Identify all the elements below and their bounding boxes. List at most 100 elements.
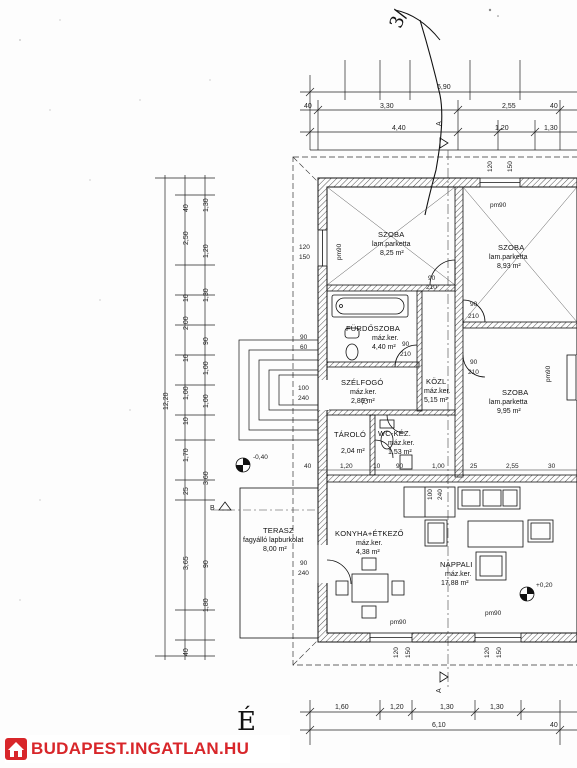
dim-top-r2-0: 40 (304, 103, 312, 110)
mid-row-dims: 40 1,20 10 90 1,00 25 2,55 30 100 240 (304, 463, 577, 500)
dim-left-c2-6: 3,60 (203, 471, 210, 485)
mid-6: 2,55 (506, 463, 519, 470)
roof-outline (292, 156, 577, 666)
dim-left-c1-6: 10 (183, 417, 190, 425)
d90-szoba3: 90 (470, 359, 478, 366)
terasz-name: TERASZ (263, 526, 294, 535)
dim-bot-r2-1: 40 (550, 722, 558, 729)
d75-szelfogo: 75 (362, 397, 369, 405)
mid-5: 25 (470, 463, 478, 470)
opening-labels: pm90 120 150 120 150 pm90 90 210 90 210 … (298, 161, 552, 658)
dim-left-c2-4: 1,00 (203, 361, 210, 375)
furdo-name: FÜRDŐSZOBA (346, 324, 400, 333)
section-b-arrow (218, 501, 232, 511)
section-a-top: A (436, 121, 443, 126)
room-kozl: KÖZL máz.ker. 5,15 m² (424, 377, 451, 404)
nappali-name: NAPPALI (440, 560, 473, 569)
dim-top-r3-2: 1,30 (544, 125, 558, 132)
szoba1-area: 8,25 m² (380, 250, 404, 257)
room-tarolo: TÁROLÓ 2,04 m² (334, 430, 366, 455)
dim-top-r3-1: 1,20 (495, 125, 509, 132)
nappali-floor: máz.ker. (445, 571, 472, 578)
d120-left: 120 (299, 244, 310, 251)
section-a-arrow-top (439, 137, 449, 149)
dim-left-c1-1: 2,50 (183, 231, 190, 245)
d150-top: 150 (507, 161, 514, 172)
level-marker-left (235, 457, 251, 473)
dim-top-r2-2: 2,55 (502, 103, 516, 110)
szoba2-cross (462, 186, 577, 323)
d90-szoba1: 90 (428, 275, 436, 282)
tarolo-name: TÁROLÓ (334, 430, 366, 439)
szoba3-floor: lam.parketta (489, 399, 528, 406)
dim-left-c2-5: 1,00 (203, 394, 210, 408)
szelfogo-floor: máz.ker. (350, 389, 377, 396)
szelfogo-area: 2,80 m² (351, 398, 375, 405)
szoba1-floor: lam.parketta (372, 241, 411, 248)
left-col2-labels: 1,30 1,20 1,30 90 1,00 1,00 3,60 90 1,80 (203, 198, 210, 612)
d210-szoba2: 210 (468, 313, 479, 320)
szoba3-name: SZOBA (502, 388, 528, 397)
level-left-label: -0,40 (253, 454, 268, 461)
kozl-name: KÖZL (426, 377, 446, 386)
mid-0: 40 (304, 463, 312, 470)
north-marker: É (237, 705, 256, 737)
dim-left-c2-3: 90 (203, 337, 210, 345)
d60-entry: 60 (300, 344, 308, 351)
wc-floor: máz.ker. (388, 440, 415, 447)
d100-entry: 100 (298, 385, 309, 392)
house-logo-icon (5, 738, 27, 760)
dim-left-c2-7: 90 (203, 560, 210, 568)
d210-furdo: 210 (400, 351, 411, 358)
left-dimensions (155, 175, 215, 660)
d150-bottom-l: 150 (405, 647, 412, 658)
dim-left-c2-8: 1,80 (203, 598, 210, 612)
d210-szoba1: 210 (426, 284, 437, 291)
pm90-top: pm90 (490, 202, 507, 209)
kozl-floor: máz.ker. (424, 388, 451, 395)
d210-szoba3: 210 (468, 369, 479, 376)
d90-szoba2: 90 (470, 301, 478, 308)
konyha-floor: máz.ker. (356, 540, 383, 547)
terrace-outline (239, 487, 319, 639)
d90-entry: 90 (300, 334, 308, 341)
terasz-area: 8,00 m² (263, 546, 287, 553)
dim-left-c1-0: 40 (183, 204, 190, 212)
handwritten-stroke-2 (394, 9, 441, 41)
d120-bottom-l: 120 (393, 647, 400, 658)
pm90-left: pm90 (336, 243, 343, 260)
dim-bot-r1-2: 1,30 (440, 704, 454, 711)
szoba3-area: 9,95 m² (497, 408, 521, 415)
section-b-label: B (210, 505, 215, 512)
nappali-area: 17,88 m² (441, 580, 469, 587)
level-right-label: +0,20 (536, 582, 553, 589)
wc-area: 1,53 m² (388, 449, 412, 456)
left-col1-labels: 40 2,50 10 2,00 10 1,00 10 1,70 25 3,65 … (183, 204, 190, 656)
dim-left-c1-2: 10 (183, 294, 190, 302)
kozl-area: 5,15 m² (424, 397, 448, 404)
doors (326, 259, 486, 585)
d120-bottom-r: 120 (484, 647, 491, 658)
dim-top-r3-0: 4,40 (392, 125, 406, 132)
handwriting-top: 3/ (386, 7, 412, 32)
szoba2-floor: lam.parketta (489, 254, 528, 261)
d90-furdo: 90 (402, 341, 410, 348)
mid-7: 30 (548, 463, 556, 470)
dim-left-c1-7: 1,70 (183, 448, 190, 462)
dim-top-r2-1: 3,30 (380, 103, 394, 110)
szelfogo-name: SZÉLFOGÓ (341, 378, 383, 387)
room-nappali: NAPPALI máz.ker. 17,88 m² (440, 560, 473, 587)
dim-left-c1-9: 3,65 (183, 556, 190, 570)
dim-top-overall: 6,90 (437, 84, 451, 91)
dim-bot-r1-0: 1,60 (335, 704, 349, 711)
pm90-bottom-left: pm90 (390, 619, 407, 626)
room-szoba3: SZOBA lam.parketta 9,95 m² (489, 388, 528, 415)
top-dimensions (300, 60, 577, 151)
section-a-bottom: A (436, 688, 443, 693)
d150-left: 150 (299, 254, 310, 261)
handwritten-stroke (419, 19, 443, 216)
pm90-bottom-right: pm90 (485, 610, 502, 617)
dim-left-c2-1: 1,20 (203, 244, 210, 258)
